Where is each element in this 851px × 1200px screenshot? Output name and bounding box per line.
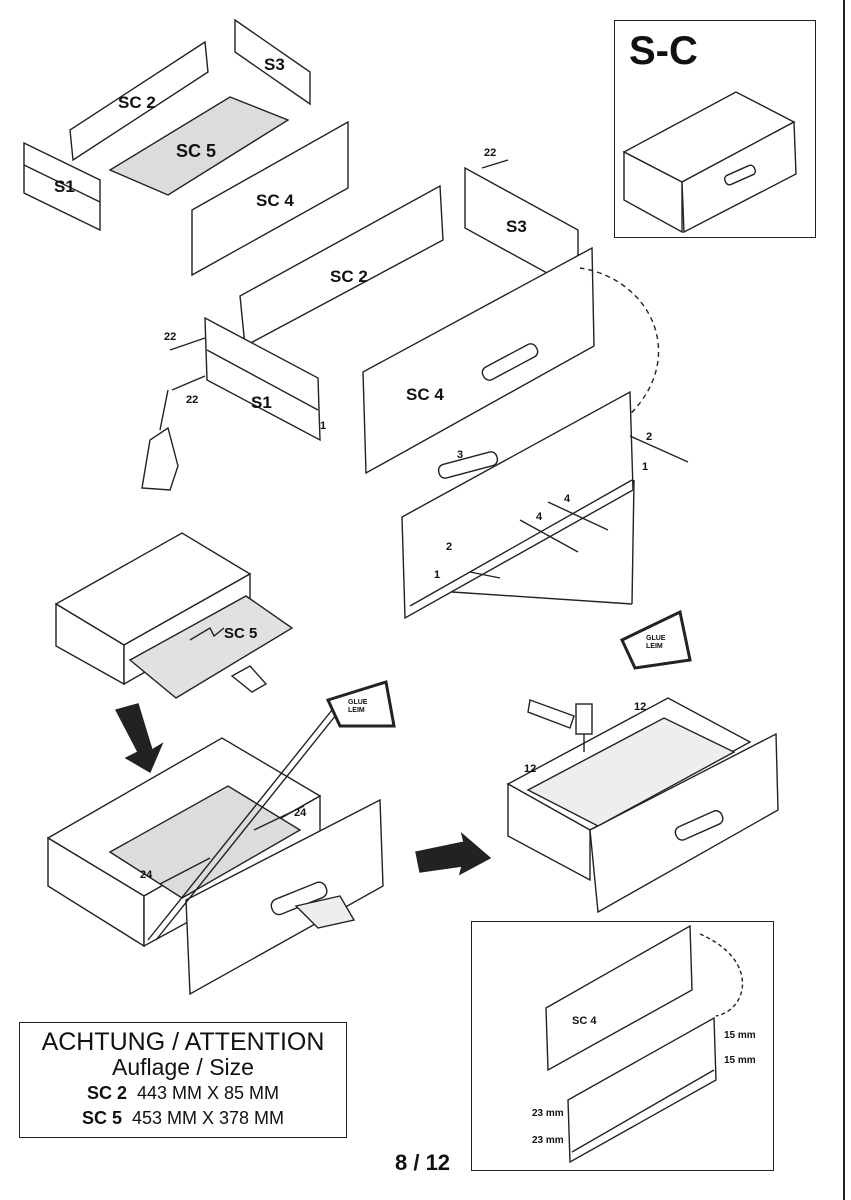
size-row-part: SC 5 <box>81 1108 122 1128</box>
assembly-back-sc2: SC 2 <box>239 184 444 348</box>
size-row: SC 2 443 MM X 85 MM <box>20 1082 346 1104</box>
attention-heading: ACHTUNG / ATTENTION <box>41 1028 325 1056</box>
finished-drawer-nailing: 12 12 <box>506 697 779 914</box>
sc-variant-title: S-C <box>629 29 698 73</box>
page-edge-rule <box>843 0 845 1200</box>
nail-count-12-left: 12 <box>524 763 536 775</box>
panel-label-s1-assembly: S1 <box>251 393 272 412</box>
screw-count-22-top: 22 <box>484 147 496 159</box>
drawer-fastening: 24 24 <box>46 699 384 996</box>
dimension-23mm-1: 23 mm <box>532 1108 564 1119</box>
part-number-1-right: 1 <box>642 461 648 473</box>
size-row-part: SC 2 <box>86 1083 127 1103</box>
screw-count-22-left: 22 <box>164 331 176 343</box>
screw-count-24-right: 24 <box>294 807 307 819</box>
assembly-side-s1: S1 1 22 22 <box>164 316 326 442</box>
screw-count-24-left: 24 <box>140 869 153 881</box>
panel-label-sc5: SC 5 <box>176 141 216 161</box>
right-arrow <box>415 832 492 876</box>
sc-variant-badge: S-C <box>614 20 816 238</box>
panel-label-s3-assembly: S3 <box>506 217 527 236</box>
part-number-2-right: 2 <box>646 431 652 443</box>
panel-label-sc5-insert: SC 5 <box>224 625 257 642</box>
panel-label-sc2: SC 2 <box>118 93 156 112</box>
assembly-front-sc4: SC 4 <box>362 246 595 475</box>
nail-count-12-top: 12 <box>634 701 646 713</box>
loose-panel-sc2: SC 2 <box>69 40 209 162</box>
down-arrow <box>114 703 164 774</box>
glue-bottle-left: GLUE LEIM <box>325 680 396 728</box>
glue-label-right-1: GLUE <box>646 635 666 642</box>
loose-panel-s1: S1 <box>23 141 101 232</box>
page-number: 8 / 12 <box>395 1150 451 1175</box>
screw-count-22-bottom: 22 <box>186 394 198 406</box>
loose-panel-sc5: SC 5 <box>108 96 290 196</box>
detail-drawing: SC 4 15 mm 15 mm 23 mm 23 mm <box>532 924 756 1164</box>
detail-inset-box <box>471 921 774 1171</box>
sc-badge-drawer <box>622 91 797 234</box>
panel-label-sc4-loose: SC 4 <box>256 191 294 210</box>
panel-label-sc2-assembly: SC 2 <box>330 267 368 286</box>
dimension-15mm-2: 15 mm <box>724 1055 756 1066</box>
part-number-1-left: 1 <box>434 569 440 581</box>
dimension-23mm-2: 23 mm <box>532 1135 564 1146</box>
box-insert-bottom: SC 5 <box>54 532 294 699</box>
part-number-3: 3 <box>457 449 463 461</box>
panel-label-s1-loose: S1 <box>54 177 75 196</box>
panel-label-sc4-detail: SC 4 <box>572 1015 597 1027</box>
size-row-value: 453 MM X 378 MM <box>131 1108 285 1128</box>
dimension-15mm-1: 15 mm <box>724 1030 756 1041</box>
dashed-flip-arrow <box>579 267 660 441</box>
part-number-1-s1: 1 <box>320 420 326 432</box>
front-panel-back-view: 3 1 2 4 4 2 1 <box>401 390 689 620</box>
size-row-value: 443 MM X 85 MM <box>136 1083 280 1103</box>
glue-bottle-right: GLUE LEIM <box>620 609 692 670</box>
glue-label-left-2: LEIM <box>348 707 365 714</box>
part-number-4-mid: 4 <box>536 511 543 523</box>
panel-label-sc4-assembly: SC 4 <box>406 385 444 404</box>
panel-label-s3: S3 <box>264 55 285 74</box>
size-row: SC 5 453 MM X 378 MM <box>20 1107 346 1129</box>
loose-panel-sc4: SC 4 <box>191 120 349 277</box>
hand-with-hex-key <box>141 389 179 491</box>
part-number-2-left: 2 <box>446 541 452 553</box>
part-number-4-top: 4 <box>564 493 571 505</box>
glue-label-right-2: LEIM <box>646 643 663 650</box>
glue-label-left-1: GLUE <box>348 699 368 706</box>
attention-subheading: Auflage / Size <box>112 1054 254 1080</box>
loose-panel-s3: S3 <box>234 18 311 106</box>
